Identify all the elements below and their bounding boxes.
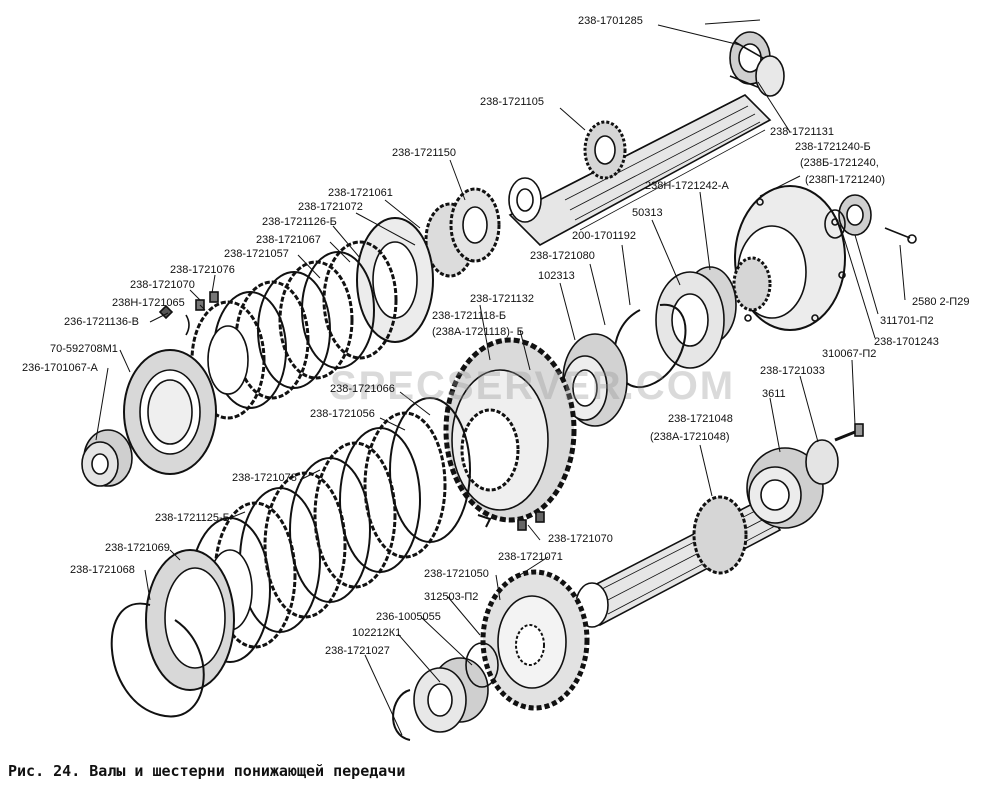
part-label-238a-1721118-b: (238А-1721118)- Б (432, 326, 524, 338)
part-label-238-1721069: 238-1721069 (105, 542, 170, 554)
part-label-236-1721136-v: 236-1721136-В (64, 316, 140, 328)
front-snap-ring (392, 689, 411, 741)
large-helical-gear (443, 337, 577, 523)
upper-splined-gear (583, 120, 627, 180)
upper-front-bearing (81, 429, 133, 487)
part-label-238-1701243: 238-1701243 (874, 336, 939, 348)
part-label-238-1721125-b: 238-1721125-Б (155, 512, 230, 524)
part-label-238-1721080: 238-1721080 (530, 250, 595, 262)
tapered-bearing (655, 266, 737, 369)
part-label-200-1701192: 200-1701192 (572, 230, 637, 242)
bearing-cover-flange (732, 185, 846, 331)
part-label-238-1721070-upper: 238-1721070 (130, 279, 195, 291)
part-label-238-1721071: 238-1721071 (498, 551, 563, 563)
part-label-238-1721078: 238-1721078 (232, 472, 297, 484)
lower-cover-plate (805, 439, 839, 485)
part-label-2580-p29: 2580 2-П29 (912, 296, 970, 308)
part-label-50313: 50313 (632, 207, 663, 219)
part-label-238-1721118-b: 238-1721118-Б (432, 310, 507, 322)
part-label-238-1721126-b: 238-1721126-Б (262, 216, 337, 228)
small-bearing-102212 (413, 657, 489, 733)
ball-bearing-102313 (562, 333, 628, 427)
part-label-238-1721131: 238-1721131 (770, 126, 835, 138)
part-label-238n-1721065: 238Н-1721065 (112, 297, 185, 309)
part-label-238-1721070-lower: 238-1721070 (548, 533, 613, 545)
part-label-238-1721027: 238-1721027 (325, 645, 390, 657)
upper-clutch-drum (123, 349, 217, 475)
part-label-238-1721240-b: 238-1721240-Б (795, 141, 871, 153)
part-label-238-1721066: 238-1721066 (330, 383, 395, 395)
upper-end-bearing (729, 31, 785, 97)
part-label-70-592708m1: 70-592708М1 (50, 343, 118, 355)
upper-shaft (508, 94, 772, 246)
part-label-238-1721057: 238-1721057 (224, 248, 289, 260)
part-label-238b-1721240: (238Б-1721240, (800, 157, 879, 169)
part-label-238n-1721242-a: 238Н-1721242-А (645, 180, 729, 192)
lower-roller-bearing (746, 447, 824, 529)
part-label-238-1721067: 238-1721067 (256, 234, 321, 246)
lower-small-pins (477, 511, 545, 531)
spacer-ring (465, 642, 499, 688)
part-label-238-1721076: 238-1721076 (170, 264, 235, 276)
bolt (834, 423, 864, 442)
part-label-238-1721132: 238-1721132 (470, 293, 535, 305)
part-label-102313: 102313 (538, 270, 575, 282)
part-label-238-1721072: 238-1721072 (298, 201, 363, 213)
lower-clutch-drum (145, 549, 235, 691)
part-label-312503-p2: 312503-П2 (424, 591, 479, 603)
watermark: SPECSERVER.COM (330, 364, 736, 408)
part-label-238a-1721048: (238А-1721048) (650, 431, 730, 443)
lower-retaining-ring (110, 602, 205, 718)
spur-gear-1721050 (480, 569, 590, 711)
figure-caption: Рис. 24. Валы и шестерни понижающей пере… (8, 762, 406, 780)
part-label-311701-p2: 311701-П2 (880, 315, 934, 327)
snap-ring (613, 303, 687, 389)
lower-output-shaft (575, 495, 782, 628)
part-label-102212k1: 102212К1 (352, 627, 402, 639)
part-label-238-1721061: 238-1721061 (328, 187, 393, 199)
part-label-236-1005055: 236-1005055 (376, 611, 441, 623)
cotter-pin (884, 227, 917, 244)
part-label-238-1721050: 238-1721050 (424, 568, 489, 580)
part-label-238-1701285: 238-1701285 (578, 15, 643, 27)
part-label-238-1721048: 238-1721048 (668, 413, 733, 425)
part-label-238-1721056: 238-1721056 (310, 408, 375, 420)
part-label-238p-1721240: (238П-1721240) (805, 174, 886, 186)
leader-lines (95, 19, 906, 736)
upper-clutch-pack (190, 217, 434, 420)
part-label-238-1721105: 238-1721105 (480, 96, 545, 108)
part-label-238-1721033: 238-1721033 (760, 365, 825, 377)
splined-coupling (424, 187, 501, 278)
part-label-310067-p2: 310067-П2 (822, 348, 877, 360)
lock-nut (824, 194, 872, 239)
part-label-238-1721068: 238-1721068 (70, 564, 135, 576)
part-label-3611: 3611 (762, 388, 786, 400)
part-label-238-1721150: 238-1721150 (392, 147, 457, 159)
part-label-236-1701067-a: 236-1701067-А (22, 362, 98, 374)
